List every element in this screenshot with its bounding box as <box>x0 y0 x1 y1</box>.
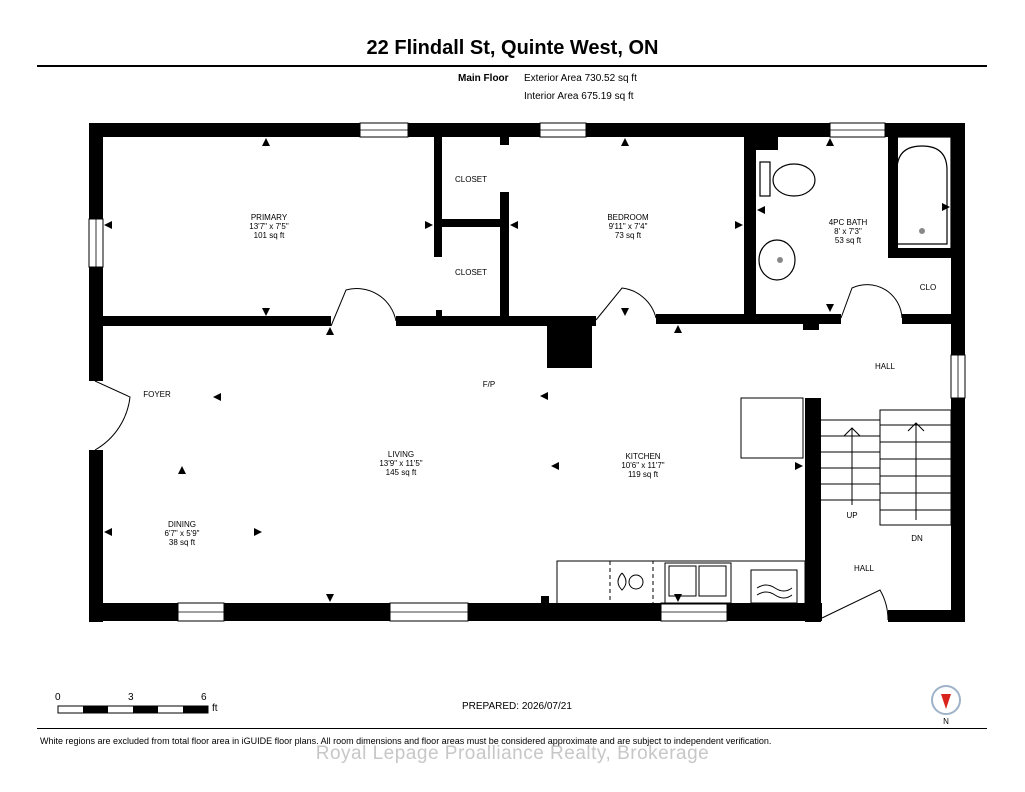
room-dining: DINING 6'7" x 5'9" 38 sq ft <box>165 520 200 547</box>
room-bath-name: 4PC BATH <box>828 218 868 227</box>
bath-drains <box>777 228 925 263</box>
room-bedroom-dims: 9'11" x 7'4" <box>608 222 648 231</box>
room-living: LIVING 13'9" x 11'5" 145 sq ft <box>379 450 422 477</box>
room-bath: 4PC BATH 8' x 7'3" 53 sq ft <box>829 218 868 245</box>
scale-label-zero: 0 <box>55 692 61 703</box>
window-lines <box>95 129 959 613</box>
compass-icon <box>931 685 961 715</box>
watermark: Royal Lepage Proalliance Realty, Brokera… <box>315 743 710 764</box>
room-bath-dims: 8' x 7'3" <box>834 227 862 236</box>
room-bedroom: BEDROOM 9'11" x 7'4" 73 sq ft <box>607 213 648 240</box>
label-closet-upper: CLOSET <box>454 175 488 184</box>
room-dining-dims: 6'7" x 5'9" <box>164 529 200 538</box>
room-kitchen: KITCHEN 10'6" x 11'7" 119 sq ft <box>621 452 664 479</box>
interior-area: Interior Area 675.19 sq ft <box>524 91 634 102</box>
scale-label-three: 3 <box>128 692 134 703</box>
kitchen-fixtures <box>556 397 806 605</box>
room-primary-dims: 13'7" x 7'5" <box>249 222 289 231</box>
page-title: 22 Flindall St, Quinte West, ON <box>366 37 659 59</box>
exterior-area: Exterior Area 730.52 sq ft <box>524 73 637 84</box>
floor-label: Main Floor <box>458 73 509 84</box>
label-fireplace: F/P <box>482 380 496 389</box>
label-clo: CLO <box>919 283 937 292</box>
label-closet-lower: CLOSET <box>454 268 488 277</box>
room-bedroom-area: 73 sq ft <box>614 231 642 240</box>
room-living-area: 145 sq ft <box>385 468 417 477</box>
walls <box>89 123 965 622</box>
label-foyer: FOYER <box>143 390 171 399</box>
label-stairs-up: UP <box>846 511 858 520</box>
room-bath-area: 53 sq ft <box>834 236 862 245</box>
room-dining-name: DINING <box>167 520 196 529</box>
room-bedroom-name: BEDROOM <box>607 213 649 222</box>
prepared-date: PREPARED: 2026/07/21 <box>462 701 572 712</box>
compass-label: N <box>943 717 949 726</box>
title-rule <box>37 65 987 67</box>
scale-label-unit: ft <box>212 703 218 714</box>
measure-markers <box>104 138 950 602</box>
room-living-dims: 13'9" x 11'5" <box>379 459 423 468</box>
bath-fixtures <box>758 136 952 281</box>
room-dining-area: 38 sq ft <box>168 538 196 547</box>
label-hall-upper: HALL <box>874 362 896 371</box>
scale-label-six: 6 <box>201 692 207 703</box>
room-living-name: LIVING <box>387 450 415 459</box>
footer-rule <box>37 728 987 729</box>
windows <box>88 122 966 622</box>
label-stairs-down: DN <box>911 534 923 543</box>
stairs <box>821 409 952 526</box>
room-kitchen-dims: 10'6" x 11'7" <box>621 461 665 470</box>
scale-bar <box>57 705 209 714</box>
room-primary-name: PRIMARY <box>250 213 288 222</box>
label-hall-lower: HALL <box>853 564 875 573</box>
room-primary-area: 101 sq ft <box>253 231 285 240</box>
doors <box>94 284 903 621</box>
room-kitchen-area: 119 sq ft <box>627 470 659 479</box>
room-primary: PRIMARY 13'7" x 7'5" 101 sq ft <box>249 213 288 240</box>
disclaimer: White regions are excluded from total fl… <box>40 736 772 746</box>
room-kitchen-name: KITCHEN <box>625 452 661 461</box>
